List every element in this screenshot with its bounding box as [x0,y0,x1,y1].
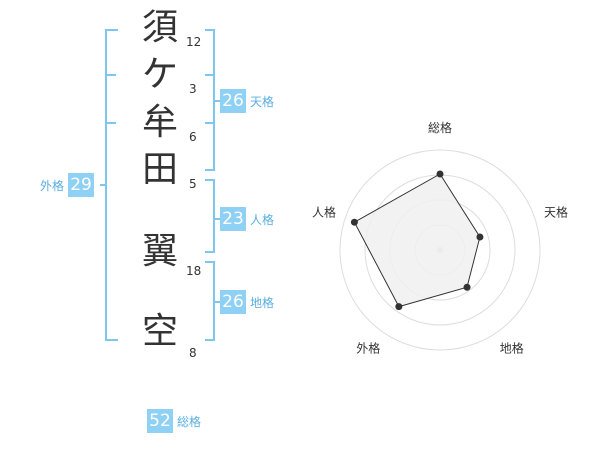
jinkaku-badge: 23 人格 [220,207,274,231]
stroke-count-1: 12 [186,35,202,49]
radar-point-4 [395,303,403,311]
radar-axis-label-1: 総格 [428,120,452,135]
radar-axis-label-3: 地格 [500,341,524,356]
stroke-count-4: 5 [189,177,197,191]
name-char-4: 田 [141,149,178,190]
jinkaku-value: 23 [220,207,246,231]
soukaku-value: 52 [147,409,173,433]
radar-point-3 [463,283,471,291]
jinkaku-label: 人格 [250,212,275,227]
gaikaku-value: 29 [68,173,95,197]
name-char-3: 牟 [141,102,178,143]
radar-point-2 [476,233,484,241]
radar-point-1 [436,170,444,178]
tenkaku-badge: 26 天格 [220,89,274,113]
gaikaku-label: 外格 [40,178,65,193]
jinkaku-bracket [205,179,215,253]
radar-grid-ring [339,149,541,351]
stroke-count-6: 8 [189,346,197,360]
tenkaku-label: 天格 [250,94,275,109]
tenkaku-value: 26 [220,89,246,113]
name-char-2: ケ [141,54,178,95]
radar-points [350,170,484,311]
stroke-count-5: 18 [186,264,202,278]
stroke-count-3: 6 [189,130,197,144]
radar-value-polygon [353,173,481,308]
soukaku-badge: 52 総格 [147,409,201,433]
gaikaku-badge: 外格 29 [40,173,95,197]
radar-axis-label-2: 天格 [544,204,568,219]
soukaku-label: 総格 [177,414,202,429]
stroke-count-2: 3 [189,82,197,96]
radar-axis-label-4: 外格 [356,341,380,356]
name-char-6: 空 [141,311,178,352]
radar-axis-label-5: 人格 [312,204,336,219]
chikaku-label: 地格 [250,295,275,310]
chikaku-badge: 26 地格 [220,290,274,314]
name-char-1: 須 [141,7,178,48]
chikaku-value: 26 [220,290,246,314]
radar-point-5 [350,218,358,226]
name-char-5: 翼 [141,231,178,272]
